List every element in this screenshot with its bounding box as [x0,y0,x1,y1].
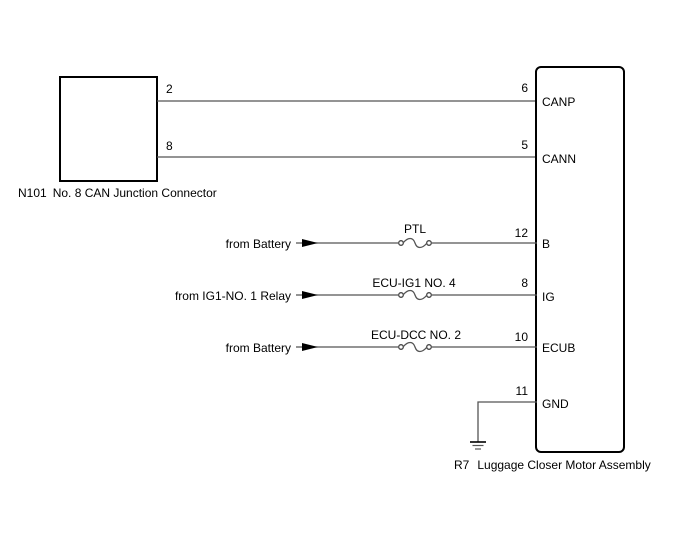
fuse-icon [398,237,432,249]
fuse-label-ecu-dcc: ECU-DCC NO. 2 [371,328,461,342]
terminal-ecub: ECUB [542,341,575,355]
terminal-ig: IG [542,290,555,304]
junction-pin-8: 8 [166,139,173,153]
source-label-battery-1: from Battery [226,237,291,251]
terminal-canp: CANP [542,95,575,109]
pin-b: 12 [515,226,529,240]
arrow-icon [302,239,318,247]
fuse-icon [398,341,432,353]
junction-connector-box [59,76,158,182]
terminal-b: B [542,237,550,251]
pin-canp: 6 [521,81,528,95]
pin-ecub: 10 [515,330,529,344]
arrow-icon [302,343,318,351]
arrow-icon [302,291,318,299]
fuse-label-ptl: PTL [404,222,426,236]
ground-icon [470,441,486,450]
fuse-icon [398,289,432,301]
junction-pin-2: 2 [166,82,173,96]
fuse-label-ecu-ig1: ECU-IG1 NO. 4 [372,276,456,290]
source-label-ig1-relay: from IG1-NO. 1 Relay [175,289,291,303]
motor-assembly-box [535,66,625,453]
pin-cann: 5 [521,138,528,152]
terminal-gnd: GND [542,397,569,411]
pin-gnd: 11 [516,384,529,398]
pin-ig: 8 [521,276,528,290]
terminal-cann: CANN [542,152,576,166]
gnd-wire [477,401,537,442]
source-label-battery-2: from Battery [226,341,291,355]
